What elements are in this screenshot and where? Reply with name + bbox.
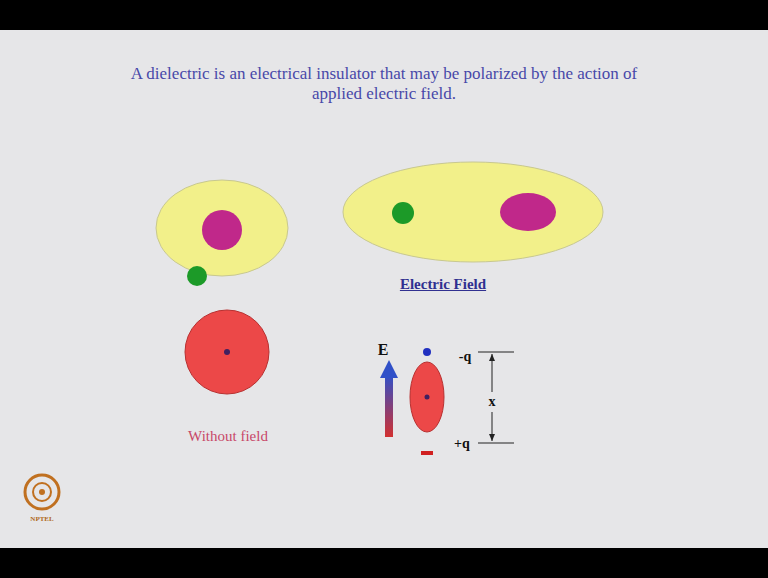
dimension-tick [478,443,514,444]
electron [187,266,207,286]
field-label: Electric Field [400,276,486,293]
charge-label: -q [459,349,471,365]
field-arrow-head [380,360,398,378]
dimension-arrow [489,354,495,361]
bottom-bar [0,548,768,578]
logo-ring [25,475,59,509]
dimension-arrow [489,434,495,441]
dipole-sphere [410,362,444,432]
field-symbol: E [378,341,389,359]
center-dot [224,349,230,355]
logo-text: NPTEL [30,515,53,523]
caption-label: Without field [188,428,268,445]
field-arrow-shaft [385,375,393,437]
nucleus [202,210,242,250]
negative-charge [421,451,433,455]
top-bar [0,0,768,30]
charge-label: +q [454,436,470,452]
center-dot [425,395,430,400]
atom-sphere [185,310,269,394]
dimension-tick [478,352,514,353]
nucleus [500,193,556,231]
electron [392,202,414,224]
stretched-cloud [343,162,603,262]
distance-label: x [489,394,496,410]
logo-ring [33,483,51,501]
positive-charge [423,348,431,356]
logo-center [39,489,45,495]
slide-title: A dielectric is an electrical insulator … [124,64,644,103]
electron-cloud [156,180,288,276]
